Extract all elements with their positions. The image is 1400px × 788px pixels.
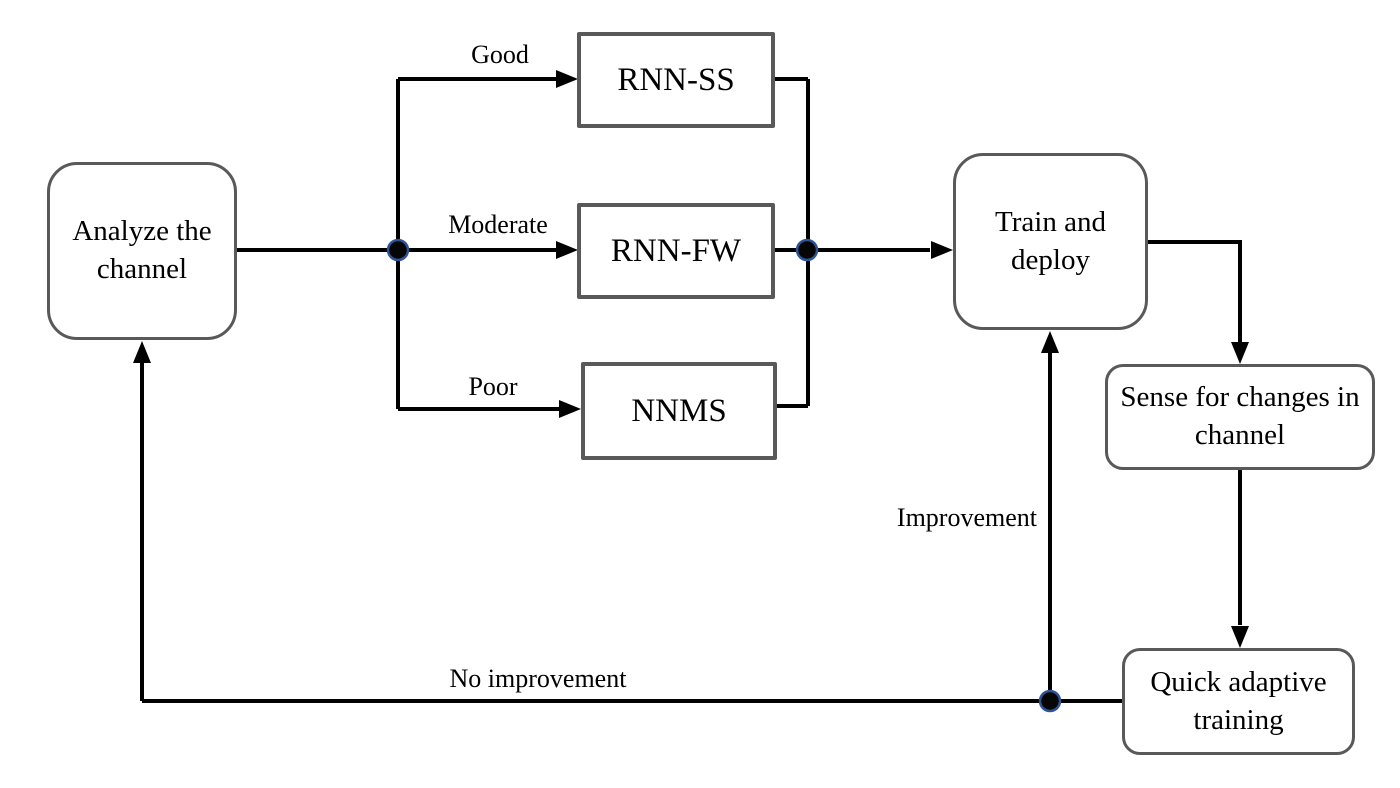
node-rnn-ss: RNN-SS xyxy=(577,32,775,128)
merge-junction-dot xyxy=(795,238,819,262)
node-quick-adaptive-training: Quick adaptive training xyxy=(1122,648,1355,755)
arrowhead-into-nnms xyxy=(559,400,581,418)
edge-label-good: Good xyxy=(471,40,529,69)
node-rnn-fw: RNN-FW xyxy=(577,203,775,299)
branch-junction-dot xyxy=(386,238,410,262)
node-nnms: NNMS xyxy=(581,362,777,460)
edge-train-to-sense xyxy=(1148,240,1242,343)
edge-lines xyxy=(140,77,1242,703)
edge-label-moderate: Moderate xyxy=(448,210,548,239)
arrowhead-into-quick xyxy=(1231,626,1249,648)
arrowhead-into-rnnss xyxy=(556,70,578,88)
arrowhead-into-train-bottom xyxy=(1041,331,1059,353)
arrowheads xyxy=(133,70,1249,648)
edge-label-no-improvement: No improvement xyxy=(449,664,627,693)
node-analyze-channel: Analyze the channel xyxy=(47,162,237,340)
junction-dots xyxy=(386,238,1062,713)
edge-label-poor: Poor xyxy=(468,372,518,401)
arrowhead-into-rnnfw xyxy=(556,241,578,259)
node-sense-changes: Sense for changes in channel xyxy=(1105,364,1375,470)
edge-label-improvement: Improvement xyxy=(896,503,1037,532)
arrowhead-into-sense xyxy=(1231,342,1249,364)
feedback-junction-dot xyxy=(1038,689,1062,713)
arrowhead-into-analyze xyxy=(133,341,151,363)
node-train-deploy: Train and deploy xyxy=(953,153,1148,330)
arrowhead-into-train-left xyxy=(931,241,953,259)
